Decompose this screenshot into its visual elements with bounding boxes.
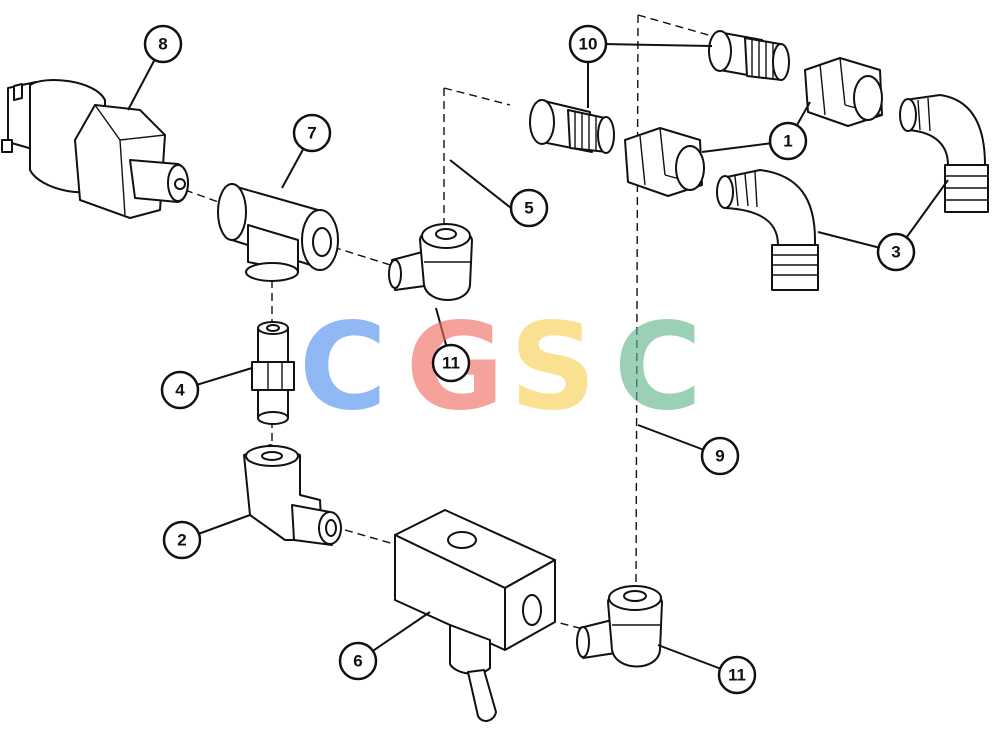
part-2-street-elbow — [243, 444, 342, 546]
callout-10: 10 — [568, 24, 608, 64]
part-11-elbow-lower — [576, 585, 663, 668]
svg-text:9: 9 — [715, 447, 724, 466]
svg-text:11: 11 — [442, 354, 460, 373]
callout-11-lower: 11 — [717, 655, 757, 695]
svg-text:10: 10 — [579, 35, 598, 54]
svg-text:2: 2 — [177, 531, 186, 550]
part-10-plug-front — [529, 99, 615, 154]
callout-8: 8 — [143, 24, 183, 64]
part-4-hex-nipple — [251, 321, 295, 425]
svg-text:6: 6 — [353, 652, 362, 671]
assembly-centerlines — [184, 14, 713, 633]
watermark-letter: S — [510, 299, 596, 438]
callout-6: 6 — [338, 641, 378, 681]
watermark: C G S C — [299, 299, 702, 438]
callout-9: 9 — [700, 436, 740, 476]
svg-text:4: 4 — [175, 381, 185, 400]
callout-2: 2 — [162, 520, 202, 560]
part-8-solenoid — [1, 79, 189, 219]
part-10-plug-rear — [708, 30, 790, 81]
svg-text:11: 11 — [728, 666, 746, 685]
part-1-coupling-rear — [804, 57, 883, 127]
watermark-letter: C — [614, 299, 702, 438]
callout-3: 3 — [876, 232, 916, 272]
svg-text:7: 7 — [307, 124, 316, 143]
svg-text:1: 1 — [783, 132, 792, 151]
callout-5: 5 — [509, 188, 549, 228]
svg-text:5: 5 — [524, 199, 533, 218]
callout-1: 1 — [768, 121, 808, 161]
callout-11-upper: 11 — [431, 343, 471, 383]
callout-4: 4 — [160, 370, 200, 410]
callout-7: 7 — [292, 113, 332, 153]
callouts: 8 7 5 10 1 3 11 4 — [143, 24, 916, 695]
part-5-elbow-upper — [388, 223, 473, 301]
svg-text:3: 3 — [891, 243, 900, 262]
part-3-elbow-front — [716, 169, 819, 291]
watermark-letter: C — [299, 299, 387, 438]
part-7-tee-fitting — [217, 183, 339, 282]
svg-text:8: 8 — [158, 35, 167, 54]
part-3-elbow-rear — [899, 94, 989, 213]
part-6-valve-body — [394, 509, 556, 722]
part-1-coupling-front — [624, 127, 705, 197]
